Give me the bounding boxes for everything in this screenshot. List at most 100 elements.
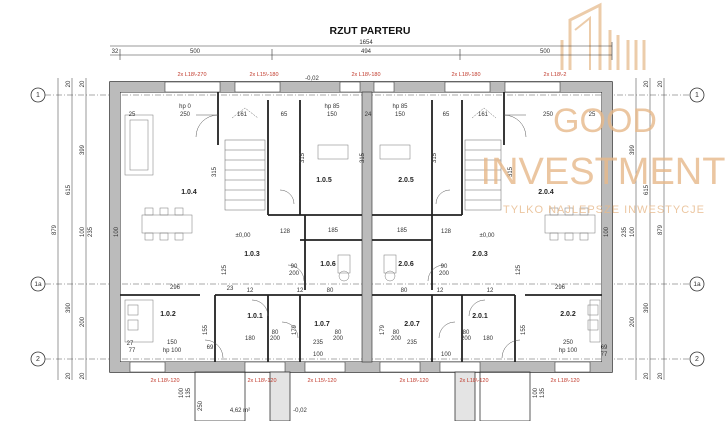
- dim-top-3: 500: [540, 49, 551, 55]
- svg-text:390: 390: [66, 302, 72, 313]
- svg-text:235: 235: [622, 226, 628, 237]
- svg-text:69: 69: [207, 345, 214, 351]
- axis-marker-1-left: 1: [30, 87, 46, 103]
- plan-title: RZUT PARTERU: [330, 25, 411, 37]
- svg-text:161: 161: [478, 112, 489, 118]
- svg-text:135: 135: [186, 387, 192, 398]
- svg-text:2: 2: [695, 356, 699, 363]
- svg-text:20: 20: [644, 80, 650, 87]
- svg-text:20: 20: [80, 80, 86, 87]
- svg-text:20: 20: [66, 80, 72, 87]
- room-label-207: 2.0.7: [404, 321, 420, 328]
- level-label-top: -0,02: [305, 76, 319, 82]
- window-label-top-3: 2x L18\-180: [351, 72, 380, 78]
- svg-text:12: 12: [247, 288, 254, 294]
- svg-text:1: 1: [36, 92, 40, 99]
- svg-text:69: 69: [601, 345, 608, 351]
- svg-text:80: 80: [327, 288, 334, 294]
- svg-text:80: 80: [393, 330, 400, 336]
- svg-text:315: 315: [212, 166, 218, 177]
- svg-text:161: 161: [237, 112, 248, 118]
- svg-text:185: 185: [328, 228, 339, 234]
- axis-marker-2-left: 2: [30, 351, 46, 367]
- svg-text:12: 12: [437, 288, 444, 294]
- svg-text:150: 150: [327, 112, 338, 118]
- svg-text:20: 20: [658, 80, 664, 87]
- svg-text:250: 250: [563, 340, 574, 346]
- svg-text:90: 90: [291, 264, 298, 270]
- right-dimensions: 20 20 399 615 879 100 235 390 200 20 20: [622, 78, 665, 380]
- window-label-bottom-6: 2x L18\-120: [550, 378, 579, 384]
- dim-top-2: 494: [361, 49, 372, 55]
- room-label-205: 2.0.5: [398, 177, 414, 184]
- svg-text:77: 77: [129, 348, 136, 354]
- room-label-104: 1.0.4: [181, 189, 197, 196]
- svg-text:315: 315: [508, 166, 514, 177]
- svg-text:150: 150: [395, 112, 406, 118]
- svg-text:128: 128: [280, 229, 291, 235]
- svg-text:179: 179: [292, 324, 298, 335]
- window-label-bottom-1: 2x L18\-120: [150, 378, 179, 384]
- window-label-bottom-5: 2x L18\-120: [459, 378, 488, 384]
- svg-text:-0,02: -0,02: [293, 408, 307, 414]
- svg-text:155: 155: [521, 324, 527, 335]
- svg-text:200: 200: [333, 336, 344, 342]
- svg-text:200: 200: [80, 316, 86, 327]
- svg-text:77: 77: [601, 352, 608, 358]
- inner-walls: [120, 92, 602, 362]
- porches: [194, 371, 531, 421]
- room-label-102: 1.0.2: [160, 311, 176, 318]
- svg-text:179: 179: [380, 324, 386, 335]
- watermark: GOOD INVESTMENT TYLKO NAJLEPSZE INWESTYC…: [481, 102, 725, 216]
- svg-text:80: 80: [401, 288, 408, 294]
- svg-text:390: 390: [644, 302, 650, 313]
- svg-text:879: 879: [52, 224, 58, 235]
- svg-text:23: 23: [227, 286, 234, 292]
- svg-text:180: 180: [245, 336, 256, 342]
- svg-text:80: 80: [335, 330, 342, 336]
- svg-text:200: 200: [630, 316, 636, 327]
- svg-text:135: 135: [540, 387, 546, 398]
- axis-marker-2-right: 2: [689, 351, 705, 367]
- svg-text:2: 2: [36, 356, 40, 363]
- svg-text:615: 615: [66, 184, 72, 195]
- svg-text:24: 24: [365, 112, 372, 118]
- svg-text:100: 100: [179, 387, 185, 398]
- svg-text:25: 25: [589, 112, 596, 118]
- svg-text:12: 12: [297, 288, 304, 294]
- svg-text:879: 879: [658, 224, 664, 235]
- window-label-bottom-2: 2x L18\-120: [247, 378, 276, 384]
- furniture: [124, 114, 601, 343]
- svg-text:315: 315: [300, 152, 306, 163]
- room-label-105: 1.0.5: [316, 177, 332, 184]
- watermark-line-1: GOOD: [553, 102, 657, 140]
- svg-text:200: 200: [391, 336, 402, 342]
- svg-text:100: 100: [604, 226, 610, 237]
- svg-text:180: 180: [483, 336, 494, 342]
- svg-text:12: 12: [487, 288, 494, 294]
- svg-text:185: 185: [397, 228, 408, 234]
- svg-text:100: 100: [80, 226, 86, 237]
- window-label-bottom-3: 2x L15\-120: [307, 378, 336, 384]
- svg-text:80: 80: [463, 330, 470, 336]
- room-label-201: 2.0.1: [472, 313, 488, 320]
- dim-total: 1654: [359, 40, 373, 46]
- room-label-106: 1.0.6: [320, 261, 336, 268]
- svg-text:1a: 1a: [693, 281, 701, 288]
- svg-text:125: 125: [222, 264, 228, 275]
- staircase-right: [464, 107, 502, 211]
- window-label-bottom-4: 2x L18\-120: [399, 378, 428, 384]
- svg-text:128: 128: [441, 229, 452, 235]
- axis-marker-1a-right: 1a: [689, 276, 705, 292]
- svg-text:20: 20: [644, 372, 650, 379]
- svg-text:155: 155: [203, 324, 209, 335]
- svg-text:20: 20: [66, 372, 72, 379]
- svg-text:1: 1: [695, 92, 699, 99]
- svg-text:125: 125: [516, 264, 522, 275]
- svg-text:200: 200: [270, 336, 281, 342]
- svg-text:235: 235: [88, 226, 94, 237]
- svg-text:100: 100: [114, 226, 120, 237]
- window-label-top-5: 2x L18\-2: [544, 72, 567, 78]
- room-label-206: 2.0.6: [398, 261, 414, 268]
